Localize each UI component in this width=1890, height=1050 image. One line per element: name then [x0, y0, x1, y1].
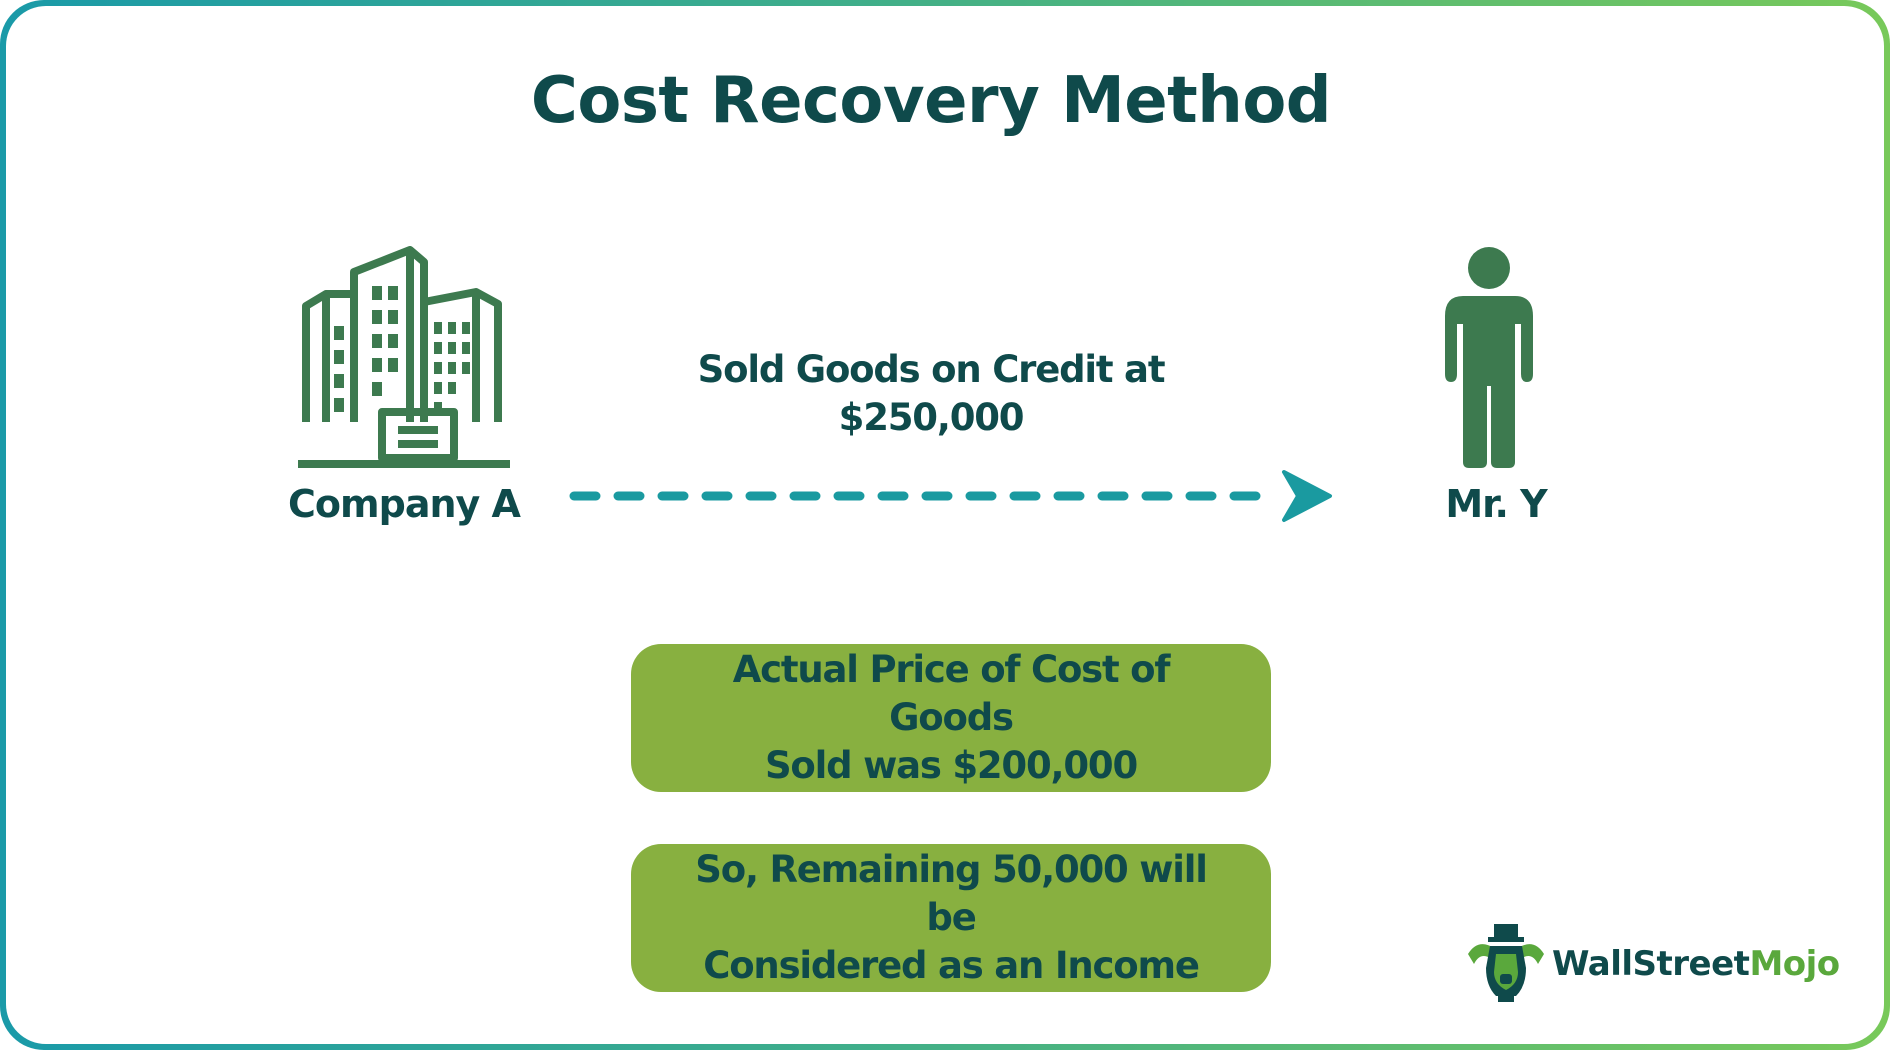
transaction-text: Sold Goods on Credit at $250,000 — [656, 346, 1206, 442]
income-box: So, Remaining 50,000 will be Considered … — [631, 844, 1271, 992]
income-line-1: So, Remaining 50,000 will be — [695, 848, 1208, 939]
company-label: Company A — [288, 482, 521, 526]
logo-text-mojo: Mojo — [1749, 944, 1840, 984]
income-line-2: Considered as an Income — [703, 944, 1200, 987]
transaction-amount: $250,000 — [838, 396, 1025, 439]
building-icon — [294, 246, 514, 470]
wallstreetmojo-logo: WallStreetMojo — [1464, 924, 1840, 1004]
person-icon — [1441, 246, 1541, 470]
cost-of-goods-line-2: Sold was $200,000 — [764, 744, 1138, 787]
bull-mascot-icon — [1464, 924, 1548, 1004]
canvas: Cost Recovery Method — [6, 6, 1884, 1044]
cost-of-goods-line-1: Actual Price of Cost of Goods — [732, 648, 1171, 739]
person-label: Mr. Y — [1445, 482, 1547, 526]
dashed-arrow — [566, 466, 1336, 526]
page-title: Cost Recovery Method — [530, 64, 1332, 138]
logo-wordmark: WallStreetMojo — [1552, 944, 1840, 984]
logo-text-wallstreet: WallStreet — [1552, 944, 1750, 984]
transaction-line-1: Sold Goods on Credit at — [697, 348, 1166, 391]
cost-of-goods-box: Actual Price of Cost of Goods Sold was $… — [631, 644, 1271, 792]
